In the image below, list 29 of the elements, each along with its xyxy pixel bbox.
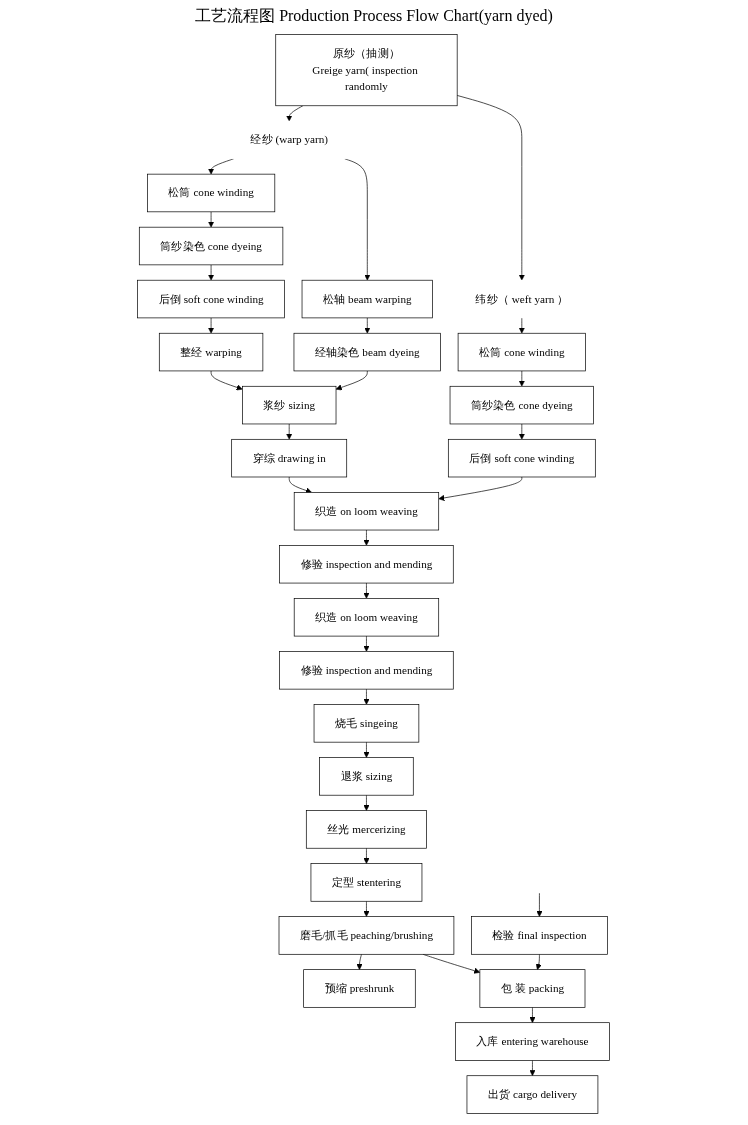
node-box: 修验 inspection and mending — [279, 651, 455, 690]
node-box: 入库 entering warehouse — [455, 1022, 611, 1061]
node-box: 经轴染色 beam dyeing — [294, 332, 442, 372]
node-text: 纬纱（ weft yarn ） — [475, 292, 569, 305]
node-box: 后倒 soft cone winding — [137, 279, 286, 319]
node-box: 松筒 cone winding — [458, 332, 587, 372]
node-box: 穿综 drawing in — [231, 438, 348, 478]
node-box: 原纱（抽测） Greige yarn( inspection randomly — [275, 34, 458, 107]
chart-title: 工艺流程图 Production Process Flow Chart(yarn dyed) — [194, 6, 554, 27]
node-text: 经纱 (warp yarn) — [250, 133, 329, 146]
node-box: 后倒 soft cone winding — [448, 438, 597, 478]
node-box: 筒纱染色 cone dyeing — [139, 226, 284, 266]
node-box: 退浆 sizing — [319, 757, 415, 796]
node-box: 磨毛/抓毛 peaching/brushing — [279, 916, 455, 955]
node-box: 筒纱染色 cone dyeing — [450, 385, 595, 425]
node-box: 浆纱 sizing — [242, 385, 337, 425]
node-box: 松筒 cone winding — [147, 173, 276, 213]
node-box: 出货 cargo delivery — [467, 1075, 599, 1114]
node-box: 包 装 packing — [479, 969, 586, 1008]
node-box: 预缩 preshrunk — [303, 969, 417, 1008]
node-box: 烧毛 singeing — [314, 704, 420, 743]
node-box: 修验 inspection and mending — [279, 545, 455, 584]
node-box: 织造 on loom weaving — [294, 492, 440, 531]
node-box: 丝光 mercerizing — [306, 810, 428, 849]
node-box: 检验 final inspection — [471, 916, 609, 955]
node-box: 定型 stentering — [311, 863, 423, 902]
node-box: 整经 warping — [159, 332, 264, 372]
node-box: 松轴 beam warping — [302, 279, 434, 319]
node-box: 织造 on loom weaving — [294, 598, 440, 637]
